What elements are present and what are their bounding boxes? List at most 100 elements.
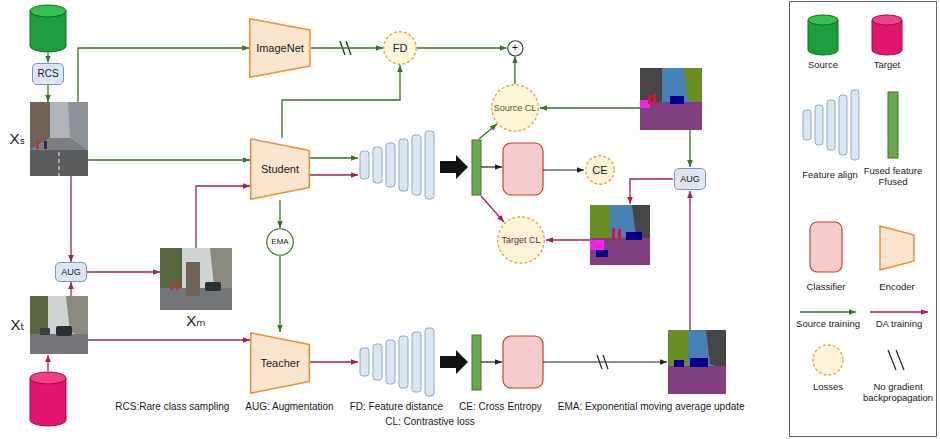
mixed-label-map: [618, 229, 621, 240]
teacher-label-map: [706, 330, 726, 370]
legend-source-sample: [808, 15, 838, 25]
legend-fused-sample: [888, 92, 898, 158]
image-label: Xₜ: [11, 316, 25, 333]
flow-arrow: [311, 47, 383, 48]
student-feature-arrows: [310, 157, 358, 158]
source-image: [59, 152, 60, 176]
mixed-image: [186, 262, 200, 296]
image-frame: Xₛ: [30, 102, 88, 176]
teacher-label-map: [668, 366, 726, 394]
abbreviation-note: CE: Cross Entropy: [459, 401, 542, 413]
legend-loss-sample: [813, 345, 843, 375]
mixed-label-map: [590, 205, 650, 265]
legend-label: Losses: [813, 382, 843, 393]
update-circle: EMA: [266, 228, 294, 256]
legend-feature-align-sample: [827, 100, 835, 150]
feature-align-stack: [425, 131, 434, 199]
node-label: AUG: [61, 267, 81, 277]
circle-outline: [507, 40, 522, 55]
teacher-feature-arrow: [310, 361, 358, 362]
node-label: AUG: [680, 174, 700, 184]
abbreviation-note: RCS:Rare class sampling: [115, 401, 229, 413]
source-arrow: [47, 53, 48, 63]
source-image: [30, 102, 88, 176]
legend-feature-align-sample: [851, 90, 859, 160]
feature-to-classifier: [481, 361, 502, 362]
legend-no-gradient-sample: [888, 350, 904, 370]
legend-loss-sample: [813, 345, 843, 375]
legend-target-sample: [872, 15, 902, 25]
target-image: [30, 296, 88, 354]
flow-arrow: [70, 176, 71, 262]
encoder-outline: [251, 333, 310, 394]
teacher-label-map: [674, 360, 684, 367]
source-label-map: [653, 94, 656, 104]
legend-frame: [790, 2, 937, 437]
teacher-label-map: [690, 358, 708, 367]
node-label: CE: [592, 164, 607, 177]
source-cylinder: [30, 5, 66, 17]
source-image: [30, 150, 88, 176]
legend-label: Encoder: [879, 282, 914, 293]
sum-circle: +: [507, 40, 524, 57]
source-label-map: [640, 68, 702, 130]
legend-label: Source: [808, 60, 838, 71]
flow-arrow: [88, 339, 250, 340]
abbreviation-note: CL: Contrastive loss: [385, 416, 474, 428]
flow-arrow: [282, 65, 400, 138]
no-gradient-mark: [603, 355, 608, 369]
legend-da-arrow: [870, 312, 928, 313]
flow-arrow: [87, 271, 160, 272]
source-image: [44, 141, 47, 149]
feature-align-stack: [373, 147, 382, 183]
note-row: CL: Contrastive loss: [95, 416, 765, 428]
legend-label: Source training: [796, 319, 860, 330]
teacher-label-map: [668, 330, 726, 394]
fused-feature: [472, 335, 481, 390]
no-gradient-mark: [597, 355, 608, 369]
node-label: ImageNet: [256, 42, 304, 55]
encoder-block: Teacher: [250, 332, 310, 394]
legend-source-sample: [808, 15, 838, 55]
fused-to-contrastive: [479, 124, 504, 222]
target-cylinder: [30, 372, 66, 426]
encoder-outline: [250, 19, 310, 78]
feature-align-stack: [412, 332, 421, 392]
loss-outline: [384, 32, 417, 65]
loss-outline: [498, 217, 545, 264]
encoder-block: ImageNet: [249, 18, 311, 78]
source-image: [30, 102, 50, 150]
classifier-to-loss: [543, 170, 584, 171]
abbreviation-note: AUG: Augmentation: [245, 401, 333, 413]
source-image: [36, 140, 39, 149]
target-arrow: [47, 355, 48, 371]
legend-encoder-sample: [880, 226, 914, 270]
mixed-image: [205, 282, 221, 291]
feature-align-stack: [360, 131, 434, 199]
label-map-links: [540, 107, 640, 108]
mixed-label-map: [590, 240, 604, 250]
node-label: Teacher: [260, 357, 299, 370]
loss-circle: Source CL: [491, 84, 539, 132]
flow-arrow: [70, 282, 71, 296]
target-arrow: [48, 355, 49, 371]
node-label: RCS: [37, 68, 58, 80]
legend-label: No gradient backpropagation: [860, 382, 936, 404]
label-map-links: [540, 108, 690, 330]
legend-classifier-sample: [810, 222, 842, 272]
classifier-block: [503, 143, 543, 195]
fusion-arrow: [440, 350, 468, 374]
mixed-label-map: [612, 228, 615, 240]
classifier-to-loss: [543, 169, 584, 170]
mixed-label-map: [590, 205, 650, 265]
feature-align-stack: [360, 348, 369, 376]
node-label: Student: [261, 163, 299, 176]
mixed-image: [160, 248, 182, 292]
flow-arrow: [417, 47, 507, 48]
process-box: AUG: [674, 168, 706, 190]
loss-circle: CE: [585, 155, 615, 185]
feature-align-stack: [386, 340, 395, 384]
label-map-links: [630, 179, 673, 204]
flow-arrow: [47, 85, 48, 102]
